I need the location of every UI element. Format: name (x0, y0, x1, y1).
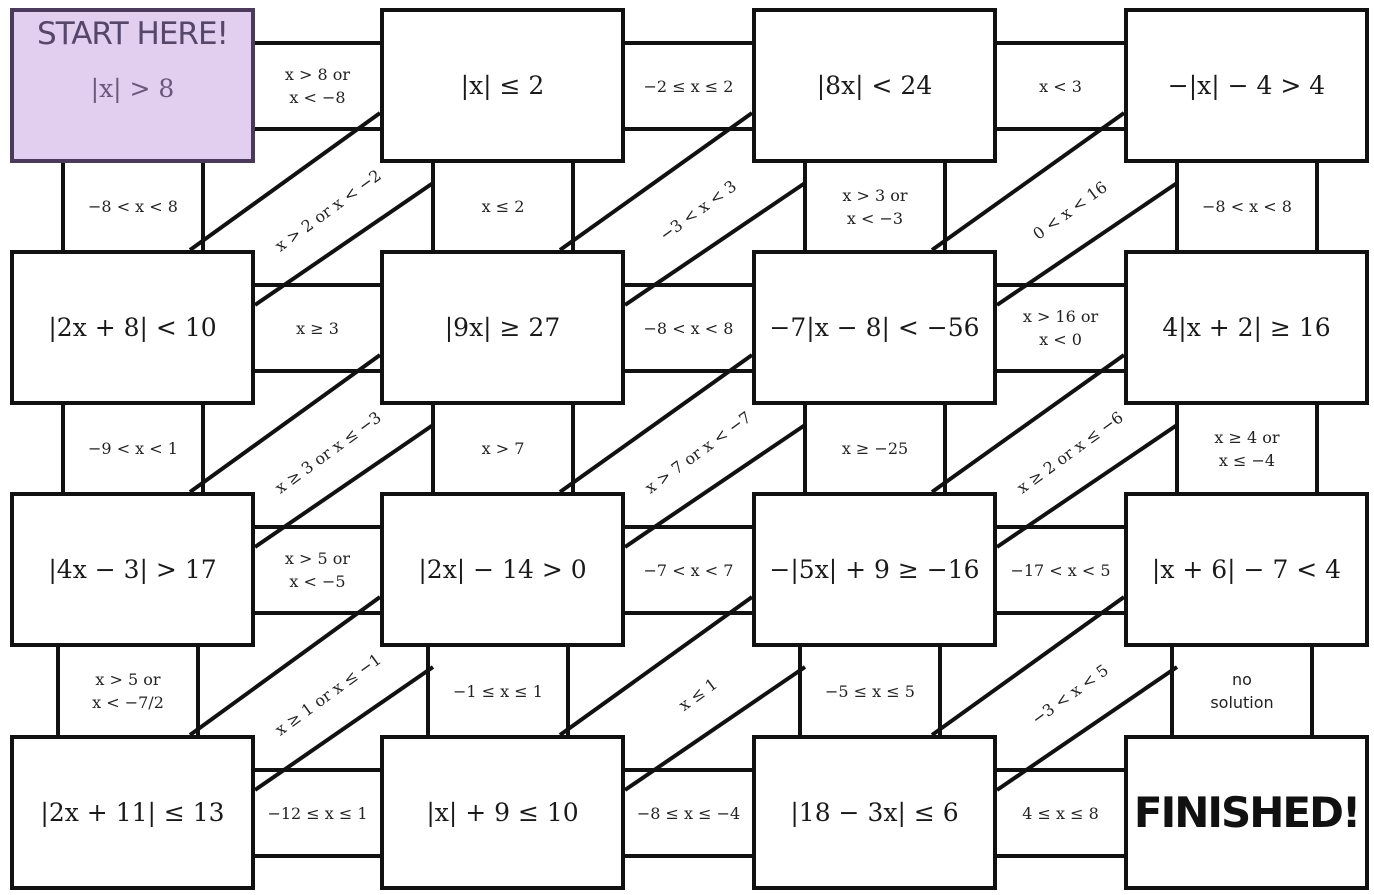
cell-inequality: |x| ≤ 2 (460, 71, 545, 100)
answer-line: x ≤ −4 (1218, 450, 1276, 470)
horizontal-answer: x ≥ 3 (255, 287, 380, 369)
horizontal-answer: x < 3 (997, 45, 1124, 127)
vertical-answer: −9 < x < 1 (65, 405, 201, 492)
cell-inequality: |18 − 3x| ≤ 6 (790, 798, 959, 827)
finish-title: FINISHED! (1133, 788, 1361, 837)
horizontal-answer: −8 < x < 8 (625, 287, 752, 369)
maze-cell: |9x| ≥ 27 (380, 250, 625, 405)
answer-line: −8 < x < 8 (1202, 197, 1292, 216)
answer-line: −12 ≤ x ≤ 1 (267, 803, 368, 823)
answer-line: x < −7/2 (92, 693, 164, 712)
maze-cell: −|5x| + 9 ≥ −16 (752, 492, 997, 647)
maze-cell: −7|x − 8| < −56 (752, 250, 997, 405)
vertical-answer: −5 ≤ x ≤ 5 (802, 647, 938, 735)
answer-line: −1 ≤ x ≤ 1 (453, 681, 543, 701)
cell-inequality: |x + 6| − 7 < 4 (1151, 555, 1342, 584)
cell-inequality: −|x| − 4 > 4 (1167, 71, 1326, 100)
maze-cell: −|x| − 4 > 4 (1124, 8, 1369, 163)
answer-line: x > 3 or (842, 185, 908, 205)
answer-line: −7 < x < 7 (643, 560, 734, 580)
start-title: START HERE! (37, 16, 229, 52)
answer-line: −9 < x < 1 (88, 439, 178, 458)
answer-line: −17 < x < 5 (1010, 560, 1111, 580)
cell-inequality: |8x| < 24 (816, 71, 933, 100)
vertical-answer: x ≥ 4 or x ≤ −4 (1179, 405, 1315, 492)
answer-line: x < 3 (1039, 76, 1082, 96)
maze-cell: 4|x + 2| ≥ 16 (1124, 250, 1369, 405)
answer-line: x < −5 (289, 572, 346, 591)
vertical-answer: x ≥ −25 (807, 405, 943, 492)
answer-line: x ≥ 4 or (1214, 427, 1280, 447)
answer-line: x ≤ 2 (481, 197, 525, 216)
vertical-answer: x ≤ 2 (435, 163, 571, 250)
answer-line: −5 ≤ x ≤ 5 (825, 681, 915, 701)
cell-inequality: |9x| ≥ 27 (444, 313, 561, 342)
vertical-answer: x > 7 (435, 405, 571, 492)
cell-inequality: 4|x + 2| ≥ 16 (1162, 313, 1331, 342)
maze-cell: |2x + 11| ≤ 13 (10, 735, 255, 890)
horizontal-answer: −17 < x < 5 (997, 529, 1124, 611)
maze-cell: |8x| < 24 (752, 8, 997, 163)
vertical-answer: x > 5 or x < −7/2 (60, 647, 196, 735)
answer-line: −2 ≤ x ≤ 2 (643, 76, 734, 96)
horizontal-answer: x > 5 or x < −5 (255, 529, 380, 611)
vertical-answer: x > 3 or x < −3 (807, 163, 943, 250)
finish-cell: FINISHED! (1124, 735, 1369, 890)
maze-cell: |4x − 3| > 17 (10, 492, 255, 647)
cell-inequality: |2x + 8| < 10 (48, 313, 217, 342)
answer-line: −8 < x < 8 (643, 318, 734, 338)
horizontal-answer: x > 16 or x < 0 (997, 287, 1124, 369)
maze-cell: |x + 6| − 7 < 4 (1124, 492, 1369, 647)
maze-cell: |2x + 8| < 10 (10, 250, 255, 405)
maze-cell: |x| ≤ 2 (380, 8, 625, 163)
answer-line: x > 8 or (284, 65, 351, 84)
answer-line: solution (1210, 693, 1274, 712)
horizontal-answer: −8 ≤ x ≤ −4 (625, 772, 752, 854)
answer-line: −8 < x < 8 (88, 197, 178, 216)
answer-line: x ≥ −25 (841, 439, 909, 458)
answer-line: x > 7 (481, 439, 525, 458)
horizontal-answer: 4 ≤ x ≤ 8 (997, 772, 1124, 854)
vertical-answer: −1 ≤ x ≤ 1 (430, 647, 566, 735)
cell-inequality: |x| > 8 (90, 74, 175, 103)
answer-line: 4 ≤ x ≤ 8 (1022, 803, 1099, 823)
vertical-answer: no solution (1174, 647, 1310, 735)
cell-inequality: |4x − 3| > 17 (48, 555, 217, 584)
answer-line: no (1232, 670, 1252, 689)
horizontal-answer: x > 8 or x < −8 (255, 45, 380, 127)
answer-line: x > 5 or (95, 670, 161, 689)
answer-line: x < 0 (1039, 330, 1082, 349)
horizontal-answer: −12 ≤ x ≤ 1 (255, 772, 380, 854)
answer-line: x > 16 or (1022, 307, 1099, 326)
maze-cell: |x| + 9 ≤ 10 (380, 735, 625, 890)
cell-inequality: −7|x − 8| < −56 (769, 313, 980, 342)
cell-inequality: |2x| − 14 > 0 (418, 555, 587, 584)
maze-cell: |2x| − 14 > 0 (380, 492, 625, 647)
vertical-answer: −8 < x < 8 (65, 163, 201, 250)
answer-line: x ≥ 3 (296, 318, 339, 338)
cell-inequality: −|5x| + 9 ≥ −16 (769, 555, 980, 584)
cell-inequality: |2x + 11| ≤ 13 (40, 798, 225, 827)
vertical-answer: −8 < x < 8 (1179, 163, 1315, 250)
answer-line: −8 ≤ x ≤ −4 (636, 803, 741, 823)
answer-line: x < −3 (846, 208, 904, 228)
horizontal-answer: −2 ≤ x ≤ 2 (625, 45, 752, 127)
maze-cell: |18 − 3x| ≤ 6 (752, 735, 997, 890)
answer-line: x > 5 or (284, 549, 351, 568)
cell-inequality: |x| + 9 ≤ 10 (426, 798, 579, 827)
answer-line: x < −8 (289, 88, 346, 107)
horizontal-answer: −7 < x < 7 (625, 529, 752, 611)
start-cell: START HERE! |x| > 8 (10, 8, 255, 163)
